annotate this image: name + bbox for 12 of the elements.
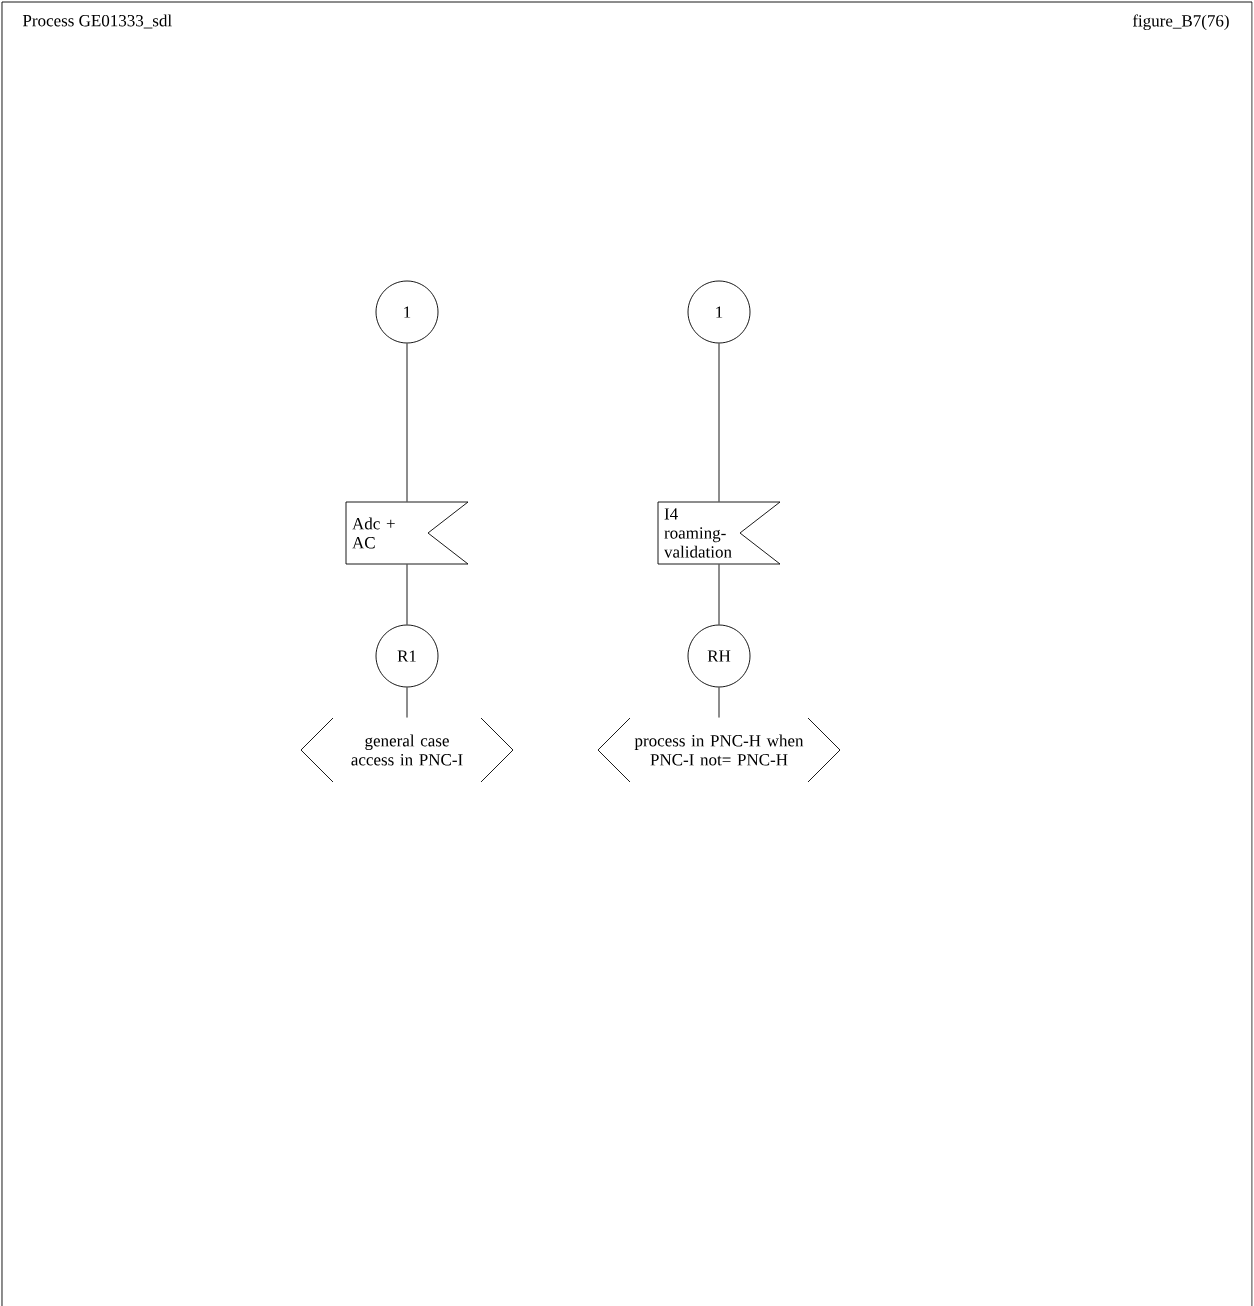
connector-line xyxy=(406,343,408,502)
comment-hexagon: process in PNC-H when PNC-I not= PNC-H xyxy=(597,717,841,783)
figure-number: figure_B7(76) xyxy=(1132,14,1229,31)
connector-line xyxy=(406,687,408,718)
connector-line xyxy=(718,687,720,718)
connector-line xyxy=(718,564,720,625)
connector-line xyxy=(406,564,408,625)
input-signal-box: I4 roaming- validation xyxy=(657,501,781,565)
title: Process GE01333_sdl xyxy=(22,14,172,29)
input-signal-box: Adc + AC xyxy=(345,501,469,565)
connector-line xyxy=(718,343,720,502)
comment-hexagon: general case access in PNC-I xyxy=(300,717,514,783)
